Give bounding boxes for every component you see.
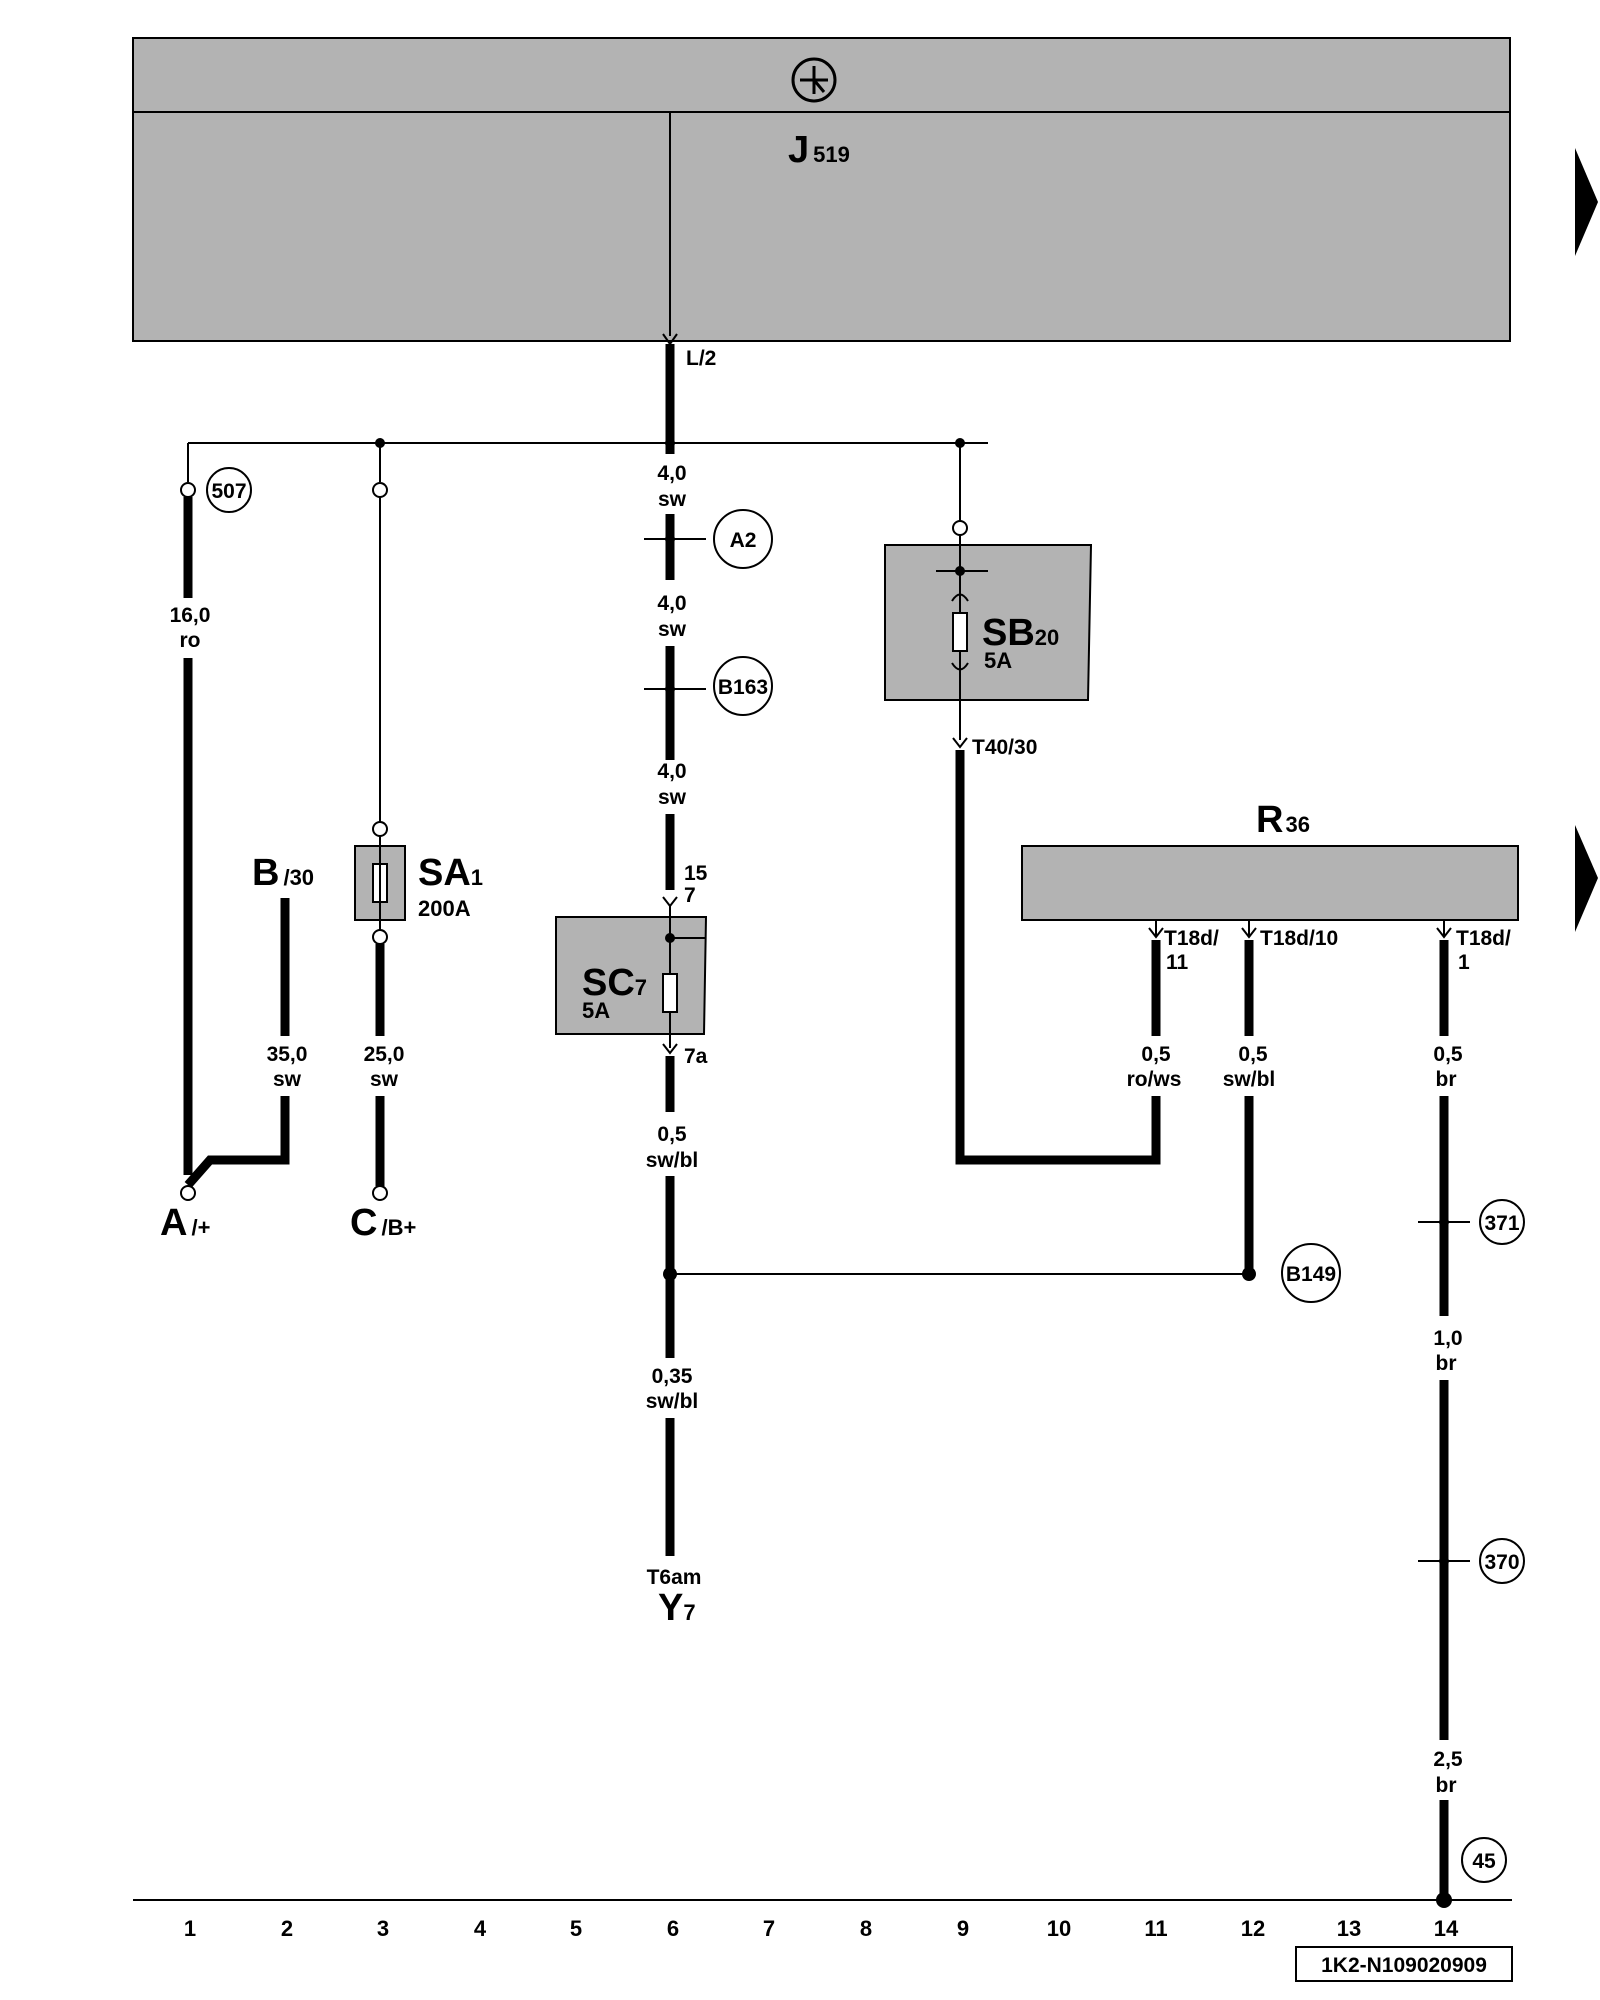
pin-label-7: 7: [684, 884, 696, 907]
column-number: 9: [957, 1916, 969, 1941]
wire-label-color: ro: [180, 629, 201, 652]
terminal-b30: B/30: [252, 852, 314, 894]
wire-label-color: ro/ws: [1127, 1068, 1182, 1091]
svg-text:370: 370: [1484, 1551, 1519, 1574]
svg-text:SA1: SA1: [418, 852, 483, 894]
wire-label-size: 25,0: [364, 1043, 405, 1066]
column-number: 1: [184, 1916, 196, 1941]
terminal-a: A/+: [160, 1202, 210, 1244]
svg-text:1K2-N109020909: 1K2-N109020909: [1321, 1954, 1487, 1977]
wire-label-color: sw/bl: [1223, 1068, 1276, 1091]
fuse-sc7: SC7 5A: [555, 906, 708, 1048]
svg-text:R36: R36: [1256, 799, 1310, 841]
wire-label-size: 0,5: [1141, 1043, 1171, 1066]
pin-label-t18d-11: T18d/: [1164, 927, 1219, 950]
wire-label-color: br: [1436, 1352, 1457, 1375]
svg-text:SB20: SB20: [982, 612, 1059, 654]
fuse-sb20: SB20 5A: [884, 535, 1093, 740]
column-number: 4: [474, 1916, 487, 1941]
wire-label-color: br: [1436, 1068, 1457, 1091]
column-number: 14: [1434, 1916, 1459, 1941]
wire-label-color: sw/bl: [646, 1149, 699, 1172]
svg-text:5A: 5A: [582, 998, 610, 1023]
ground-symbol-icon: [791, 57, 837, 103]
pin-label-t40-30: T40/30: [972, 736, 1037, 759]
column-number: 6: [667, 1916, 679, 1941]
column-number: 13: [1337, 1916, 1361, 1941]
svg-text:5A: 5A: [984, 648, 1012, 673]
wire-label-color: sw: [658, 786, 687, 809]
column-number: 8: [860, 1916, 872, 1941]
column-number: 7: [763, 1916, 775, 1941]
wire-label-color: sw: [658, 488, 687, 511]
fuse-sa1: SA1 200A: [354, 836, 483, 932]
pin-label-t18d-1: T18d/: [1456, 927, 1511, 950]
wire-label-color: sw/bl: [646, 1390, 699, 1413]
reference-371: 371: [1479, 1199, 1525, 1245]
svg-text:507: 507: [211, 480, 246, 503]
svg-text:371: 371: [1484, 1212, 1519, 1235]
svg-text:A2: A2: [730, 529, 757, 552]
wire-label-size: 0,5: [657, 1123, 687, 1146]
reference-a2: A2: [713, 509, 773, 569]
pin-label-t18d-10: T18d/10: [1260, 927, 1338, 950]
wire-label-size: 4,0: [657, 592, 686, 615]
continuation-arrow-icon: [1575, 825, 1598, 932]
svg-text:SC7: SC7: [582, 962, 647, 1004]
pin-label-11: 11: [1166, 951, 1189, 974]
column-number: 12: [1241, 1916, 1265, 1941]
pin-label-1: 1: [1458, 951, 1470, 974]
wire-label-size: 1,0: [1433, 1327, 1462, 1350]
wire-label-size: 16,0: [170, 604, 211, 627]
component-y7: Y7: [658, 1587, 696, 1629]
reference-45: 45: [1461, 1837, 1507, 1883]
wire-label-size: 0,5: [1433, 1043, 1463, 1066]
reference-b149: B149: [1281, 1243, 1341, 1303]
reference-507: 507: [206, 467, 252, 513]
column-numbers: 1 2 3 4 5 6 7 8 9 10 11 12 13 14: [184, 1916, 1459, 1941]
terminal-c: C/B+: [350, 1202, 416, 1244]
wire-label-size: 0,5: [1238, 1043, 1268, 1066]
wire-label-size: 4,0: [657, 462, 686, 485]
svg-text:45: 45: [1472, 1850, 1496, 1873]
wire-label-color: br: [1436, 1774, 1457, 1797]
svg-text:B149: B149: [1286, 1263, 1336, 1286]
wire-label-size: 35,0: [267, 1043, 308, 1066]
reference-370: 370: [1479, 1538, 1525, 1584]
diagram-id-box: 1K2-N109020909: [1295, 1946, 1513, 1982]
wire-label-color: sw: [658, 618, 687, 641]
column-number: 3: [377, 1916, 389, 1941]
connector-t6am: T6am: [647, 1566, 702, 1589]
column-number: 10: [1047, 1916, 1071, 1941]
column-number: 2: [281, 1916, 293, 1941]
continuation-arrow-icon: [1575, 148, 1598, 256]
pin-label-l2: L/2: [686, 347, 716, 370]
svg-text:B163: B163: [718, 676, 768, 699]
wire-label-size: 2,5: [1433, 1748, 1463, 1771]
pin-label-7a: 7a: [684, 1045, 708, 1068]
wire-label-size: 0,35: [652, 1365, 693, 1388]
relay-r36: R36: [1021, 799, 1519, 921]
column-number: 5: [570, 1916, 582, 1941]
wire-label-color: sw: [273, 1068, 302, 1091]
reference-b163: B163: [713, 656, 773, 716]
wire-label-size: 4,0: [657, 760, 686, 783]
column-number: 11: [1144, 1916, 1167, 1941]
svg-text:200A: 200A: [418, 896, 471, 921]
wire-label-color: sw: [370, 1068, 399, 1091]
pin-label-15: 15: [684, 862, 708, 885]
